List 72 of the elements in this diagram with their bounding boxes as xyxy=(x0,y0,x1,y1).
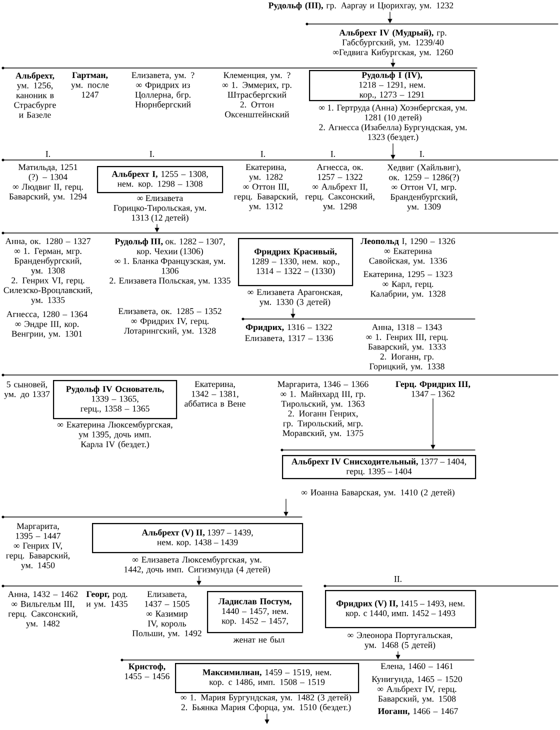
person-entry: Иоганн, 1466 – 1467 xyxy=(378,708,458,716)
person-box: Альбрехт IV Снисходительный, 1377 – 1404, герц. 1395 – 1404 xyxy=(282,455,476,480)
person-entry: Елизавета, ок. 1285 – 1352 ∞ Фридрих IV, герц. Лотарингский, ум. 1328 xyxy=(118,308,222,336)
person-entry: Рудольф III, ок. 1282 – 1307, кор. Чехии (1306) ∞ 1. Бланка Французская, ум. 1306 2. Елизавета Польская, ум. 1335 xyxy=(110,238,230,286)
descent-arrow xyxy=(390,143,396,160)
descent-arrow xyxy=(154,224,160,232)
sibling-bar xyxy=(242,318,476,320)
sibling-bar xyxy=(2,374,558,376)
person-entry: Маргарита, 1395 – 1447 ∞ Генрих IV, герц. Баварский, ум. 1450 xyxy=(6,523,70,570)
person-entry: Фридрих, 1316 – 1322 xyxy=(246,324,332,332)
person-entry: Агнесса, 1280 – 1364 ∞ Эндре III, кор. Венгрии, ум. 1301 xyxy=(6,311,88,339)
person-entry: Кристоф, 1455 – 1456 xyxy=(125,663,170,680)
marriage-note: ∞ Элеонора Португальская, ум. 1468 (5 детей) xyxy=(348,632,452,650)
person-entry: Елизавета, ум. ? ∞ Фридрих из Цоллерна, бгр. Нюрнбергский xyxy=(132,72,194,110)
sibling-bar xyxy=(324,584,558,588)
person-box: Фридрих (V) II, 1415 – 1493, нем. кор. с 1440, имп. 1452 – 1493 xyxy=(325,590,476,628)
descent-arrow xyxy=(264,713,270,724)
sibling-bar xyxy=(2,66,478,70)
person-box: Максимилиан, 1459 – 1519, нем. кор. с 1486, имп. 1508 – 1519 xyxy=(175,663,360,694)
marriage-note: ∞ 1. Гертруда (Анна) Хоэнбергская, ум. 1281 (10 детей) 2. Агнесса (Изабелла) Бургундская, ум. 1323 (бездет.) xyxy=(319,104,467,142)
person-entry: Кунигунда, 1465 – 1520 ∞ Альбрехт IV, герц. Баварский, ум. 1508 xyxy=(372,676,462,704)
person-entry: Екатерина, 1342 – 1381, аббатиса в Вене xyxy=(184,381,246,407)
descent-arrow xyxy=(396,651,400,660)
sibling-bar xyxy=(120,658,474,662)
sibling-bar xyxy=(2,516,302,518)
descent-arrow xyxy=(430,398,436,450)
marriage-note: ∞ Иоанна Баварская, ум. 1410 (2 детей) xyxy=(302,489,454,498)
person-entry: Елена, 1460 – 1461 xyxy=(380,663,453,670)
person-entry: Рудольф (III), гр. Ааргау и Цюрихгау, ум. 1232 xyxy=(268,2,454,10)
marriage-number: I. xyxy=(150,151,154,157)
person-entry: Агнесса, ок. 1257 – 1322 ∞ Альбрехт II, герц. Саксонский, ум. 1298 xyxy=(305,164,374,212)
marriage-note: ∞ Елизавета Люксембургская, ум. 1442, дочь имп. Сигизмунда (4 детей) xyxy=(124,556,270,574)
marriage-note: ∞ Екатерина Люксембургская, ум 1395, дочь имп. Карла IV (бездет.) xyxy=(58,421,172,449)
person-entry: Елизавета, 1437 – 1505 ∞ Казимир IV, король Польши, ум. 1492 xyxy=(132,591,202,638)
person-box: Альбрехт I, 1255 – 1308, нем. кор. 1298 – 1308 xyxy=(97,166,224,194)
person-entry: Анна, ок. 1280 – 1327 ∞ 1. Герман, мгр. Бранденбургский, ум. 1308 2. Генрих VI, герц. Силезско-Вроцлавский, ум. 1335 xyxy=(4,238,92,305)
person-entry: Хедвиг (Хайльвиг), ок. 1259 – 1286(?) ∞ Оттон VI, мгр. Бранденбургский, ум. 1309 xyxy=(387,164,460,212)
person-entry: Маргарита, 1346 – 1366 ∞ 1. Майнхард III, гр. Тирольский, ум. 1363 2. Иоганн Генрих, гр. Тирольский, мгр. Моравский, ум. 1375 xyxy=(278,381,368,438)
person-entry: Гартман, ум. после 1247 xyxy=(71,72,109,98)
person-entry: Екатерина, 1295 – 1323 ∞ Карл, герц. Калабрии, ум. 1328 xyxy=(364,271,452,299)
descent-arrow xyxy=(390,58,396,68)
descent-arrow xyxy=(388,12,392,24)
marriage-note: ∞ Елизавета Арагонская, ум. 1330 (3 детей) xyxy=(248,289,342,307)
marriage-note: женат не был xyxy=(233,636,284,643)
sibling-bar xyxy=(280,448,476,452)
person-entry: Анна, 1318 – 1343 ∞ 1. Генрих III, герц. Баварский, ум. 1333 2. Иоганн, гр. Горицкий, ум. 1338 xyxy=(366,324,448,372)
person-box: Ладислав Постум, 1440 – 1457, нем. кор. 1452 – 1457, xyxy=(207,591,304,634)
person-box: Альбрехт (V) II, 1397 – 1439, нем. кор. 1438 – 1439 xyxy=(92,523,304,554)
sibling-bar xyxy=(2,158,558,162)
person-entry: Леопольд I, 1290 – 1326 ∞ Екатерина Савойская, ум. 1336 xyxy=(360,238,456,266)
person-entry: Альбрехт IV (Мудрый), гр. Габсбургский, ум. 1239/40 ∞Гедвига Кибургская, ум. 1260 xyxy=(333,29,453,57)
marriage-number: II. xyxy=(394,576,402,582)
descent-arrow xyxy=(290,308,296,318)
sibling-bar xyxy=(2,232,558,234)
person-box: Рудольф IV Основатель, 1339 – 1365, герц., 1358 – 1365 xyxy=(53,380,178,420)
person-entry: Матильда, 1251 (?) – 1304 ∞ Людвиг II, герц. Баварский, ум. 1294 xyxy=(9,164,87,202)
person-entry: Клеменция, ум. ? ∞ 1. Эммерих, гр. Штрасбергский 2. Оттон Оксенштейнский xyxy=(222,72,292,118)
sibling-bar xyxy=(2,584,302,588)
person-entry: Герц. Фридрих III, 1347 – 1362 xyxy=(396,381,470,397)
person-box: Рудольф I (IV), 1218 – 1291, нем. кор., 1273 – 1291 xyxy=(309,70,476,102)
person-entry: Анна, 1432 – 1462 ∞ Вильгельм III, герц. Саксонский, ум. 1482 xyxy=(8,591,78,628)
marriage-note: ∞ 1. Мария Бургундская, ум. 1482 (3 детей) 2. Бьянка Мария Сфорца, ум. 1510 (бездет.) xyxy=(180,694,352,712)
sibling-bar xyxy=(306,22,558,26)
person-entry: Екатерина, ум. 1282 ∞ Оттон III, герц. Баварский, ум. 1312 xyxy=(234,164,298,212)
person-box: Фридрих Красивый, 1289 – 1330, нем. кор., 1314 – 1322 – (1330) xyxy=(238,238,354,286)
marriage-note: ∞ Елизавета Горицко-Тирольская, ум. 1313 (12 детей) xyxy=(114,195,206,222)
person-entry: 5 сыновей, ум. до 1337 xyxy=(4,381,50,399)
descent-arrow xyxy=(284,498,288,516)
person-entry: Георг, род. и ум. 1435 xyxy=(86,591,128,609)
person-entry: Елизавета, 1317 – 1336 xyxy=(245,335,333,342)
descent-arrow xyxy=(196,576,202,586)
person-entry: Альбрехт, ум. 1256, каноник в Страсбурге и Базеле xyxy=(14,72,56,118)
